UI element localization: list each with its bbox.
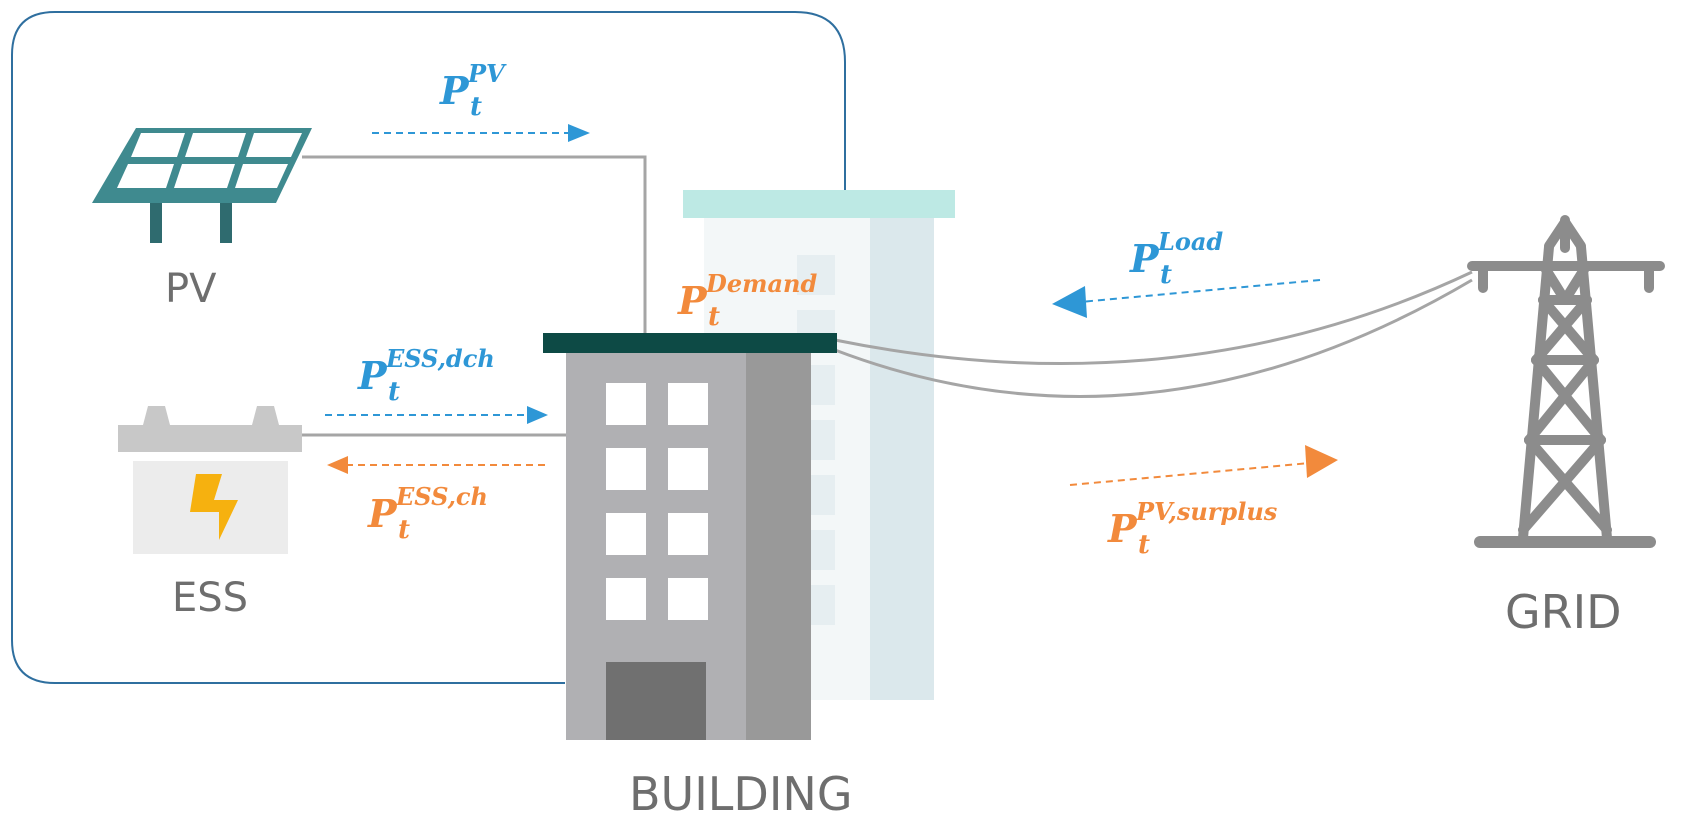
battery-icon [118,406,302,554]
pv-flow-symbol: P PV t [440,59,505,122]
ess-charge-flow-symbol: P ESS,ch t [368,482,488,545]
pv-surplus-flow-arrow [1069,462,1311,486]
building-label: BUILDING [629,767,853,821]
pv-wire [302,155,647,336]
demand-flow-symbol: P Demand t [678,269,818,332]
grid-label: GRID [1505,585,1622,639]
solar-panel-icon [92,128,312,243]
microgrid-boundary [11,11,846,684]
ess-label: ESS [172,575,249,621]
ess-discharge-flow-symbol: P ESS,dch t [358,344,495,407]
flow-arrows [325,124,1338,486]
load-flow-arrow [1079,279,1321,303]
grid-wire-lower [834,278,1473,398]
pv-surplus-flow-symbol: P PV,surplus t [1108,497,1278,560]
grid-pylon-icon [1467,215,1665,548]
lightning-bolt-icon [190,474,238,540]
grid-wire-upper [834,270,1473,366]
load-flow-symbol: P Load t [1130,227,1224,290]
pv-label: PV [165,266,217,312]
main-building [543,333,837,740]
